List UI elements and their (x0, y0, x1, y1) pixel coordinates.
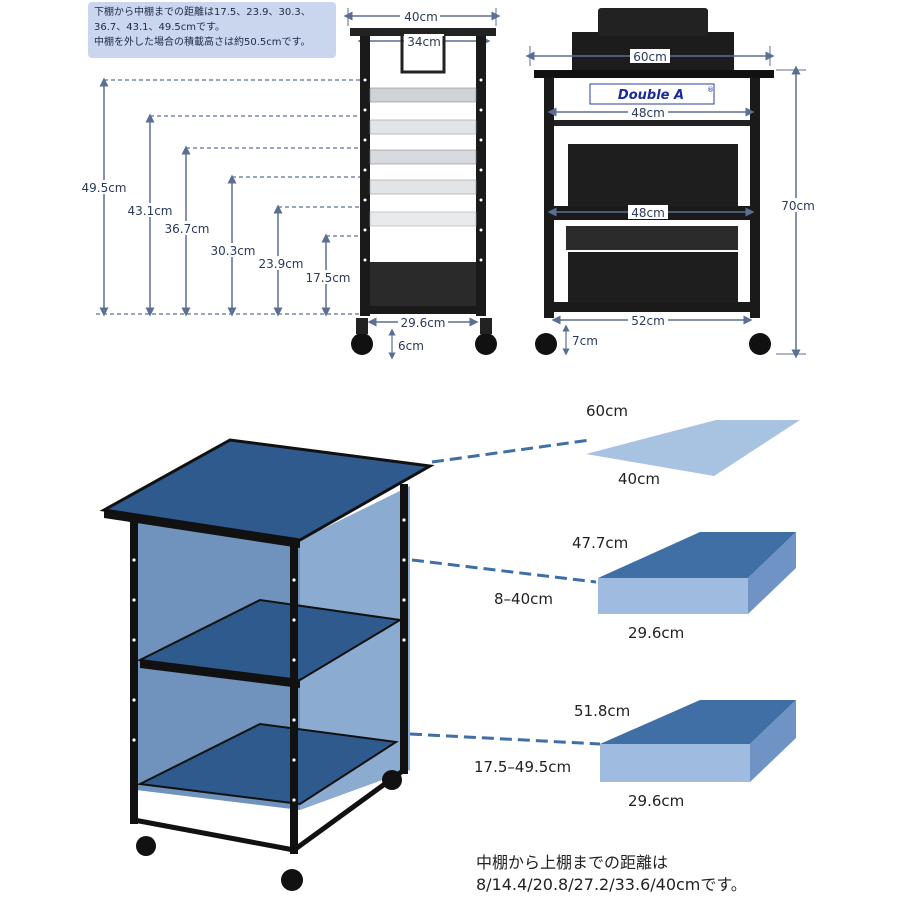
caster-icon (382, 770, 402, 790)
front-total-height-label: 70cm (781, 199, 815, 213)
side-top-board (350, 28, 496, 36)
side-width-inner-label: 34cm (407, 35, 441, 49)
handle (400, 36, 446, 74)
bottom-note-line-2: 8/14.4/20.8/27.2/33.6/40cmです。 (476, 875, 747, 894)
bottom-note: 中棚から上棚までの距離は 8/14.4/20.8/27.2/33.6/40cmで… (476, 852, 747, 896)
spec-middle-depth-label: 47.7cm (572, 534, 628, 552)
side-post-right (476, 36, 486, 316)
caster-icon (749, 333, 771, 355)
front-view: 60cm Double A ® 48cm 48cm 52cm (525, 8, 818, 359)
side-width-top-label: 40cm (404, 10, 438, 24)
cart-top-board (99, 438, 435, 542)
note-line-1: 下棚から中棚までの距離は17.5、23.9、30.3、 (94, 7, 311, 18)
height-label-4: 30.3cm (210, 244, 255, 258)
height-label-3: 36.7cm (164, 222, 209, 236)
spec-bottom-shelf: 51.8cm 17.5–49.5cm 29.6cm (474, 700, 796, 810)
printer-top (598, 8, 708, 36)
spec-bottom-height-label: 17.5–49.5cm (474, 758, 571, 776)
side-bottom-width-label: 29.6cm (400, 316, 445, 330)
brand-logo: Double A (618, 88, 684, 103)
height-label-1: 49.5cm (81, 181, 126, 195)
front-bottom-width-label: 52cm (631, 314, 665, 328)
brand-mark: ® (707, 86, 714, 94)
front-caster-height-label: 7cm (572, 334, 598, 348)
front-shelf-width-middle-label: 48cm (631, 206, 665, 220)
height-label-2: 43.1cm (127, 204, 172, 218)
spec-bottom-width-label: 29.6cm (628, 792, 684, 810)
info-note: 下棚から中棚までの距離は17.5、23.9、30.3、 36.7、43.1、49… (88, 2, 336, 58)
front-shelf-width-upper-label: 48cm (631, 106, 665, 120)
caster-icon (281, 869, 303, 891)
spec-middle-width-label: 29.6cm (628, 624, 684, 642)
side-post-left (360, 36, 370, 316)
height-label-6: 17.5cm (305, 271, 350, 285)
caster-icon (475, 333, 497, 355)
side-caster-height-label: 6cm (398, 339, 424, 353)
side-view: 40cm 34cm 29.6cm (81, 8, 501, 360)
cart-illustration (99, 438, 435, 891)
caster-icon (136, 836, 156, 856)
spec-top-board: 60cm 40cm (586, 402, 800, 488)
height-label-5: 23.9cm (258, 257, 303, 271)
spec-top-depth-label: 60cm (586, 402, 628, 420)
note-line-2: 36.7、43.1、49.5cmです。 (94, 22, 226, 33)
bottom-note-line-1: 中棚から上棚までの距離は (476, 853, 669, 872)
front-top-width-label: 60cm (633, 50, 667, 64)
note-line-3: 中棚を外した場合の積載高さは約50.5cmです。 (94, 37, 311, 48)
spec-middle-shelf: 47.7cm 8–40cm 29.6cm (494, 532, 796, 642)
spec-bottom-depth-label: 51.8cm (574, 702, 630, 720)
caster-icon (535, 333, 557, 355)
caster-icon (351, 333, 373, 355)
side-bottom-board (360, 306, 486, 314)
spec-top-width-label: 40cm (618, 470, 660, 488)
spec-middle-height-label: 8–40cm (494, 590, 553, 608)
